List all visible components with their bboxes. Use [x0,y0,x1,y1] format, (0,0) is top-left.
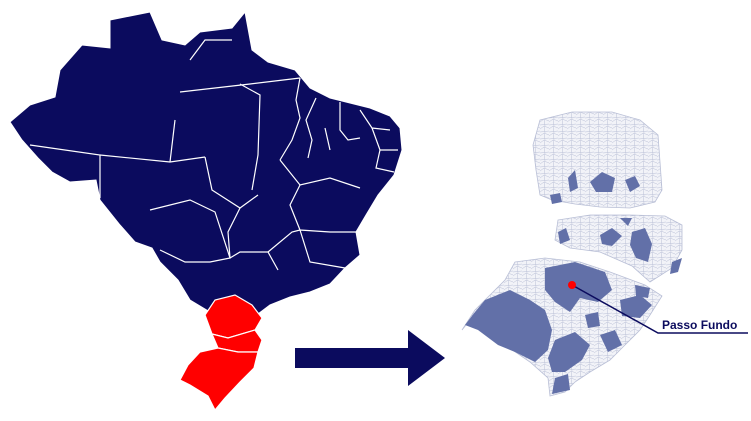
south-region-municipal-map: Passo Fundo [461,111,748,397]
callout-line [571,284,748,334]
state-rio-grande-do-sul [179,347,259,412]
direction-arrow [295,330,445,386]
southern-region [179,294,263,412]
callout-label-passo-fundo: Passo Fundo [662,318,737,332]
state-borders [29,39,398,271]
highlighted-municipalities [465,170,682,394]
parana-municipal-map [532,111,663,209]
brazil-country-shape [9,10,403,321]
passo-fundo-marker [568,281,576,289]
brazil-map [9,10,403,412]
